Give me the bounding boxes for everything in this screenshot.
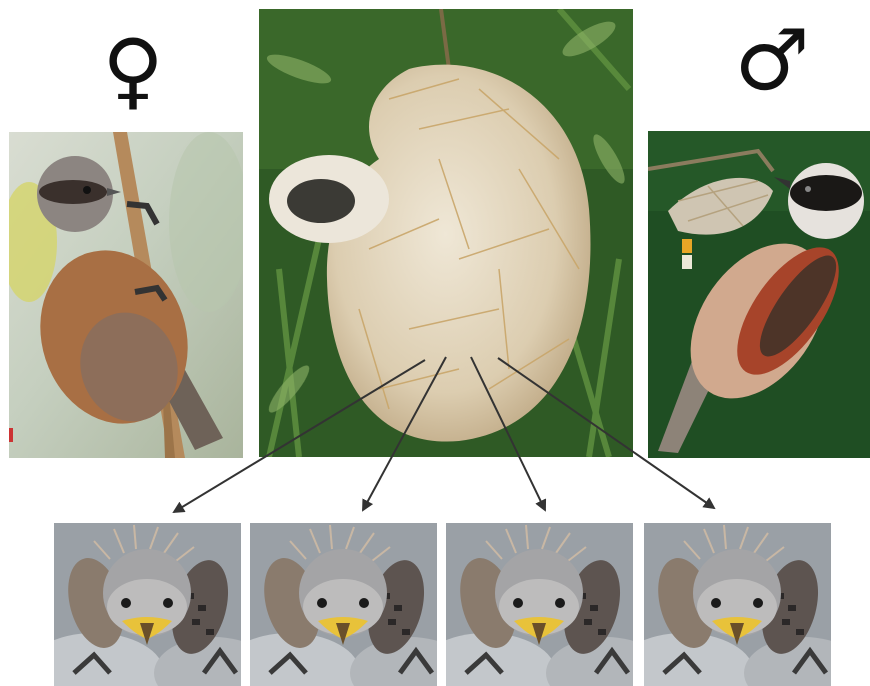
chick-photo-2 [250,523,437,686]
chick-photo-4 [644,523,831,686]
chick-photo-1 [54,523,241,686]
arrow-to-chick-1 [174,360,425,512]
chick-photo-3 [446,523,633,686]
arrow-to-chick-4 [498,358,714,508]
arrow-to-chick-2 [363,357,446,510]
arrow-to-chick-3 [471,357,545,510]
